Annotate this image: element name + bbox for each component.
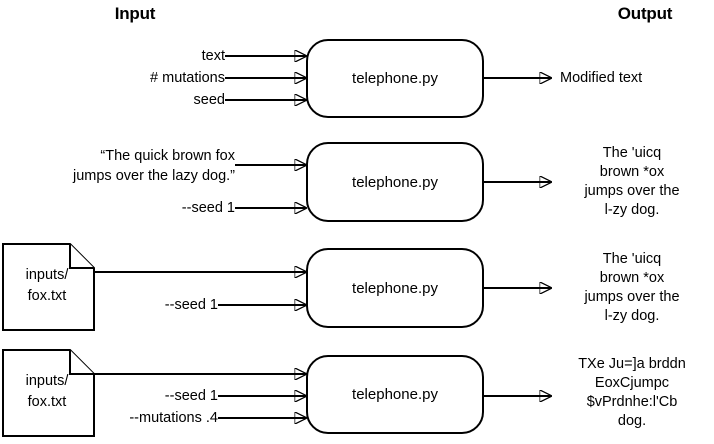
file-icon-row3[interactable] [2,243,96,331]
process-box-row3[interactable]: telephone.py [306,248,484,328]
file-icon-row3-label: inputs/ fox.txt [2,265,92,307]
input-label-mutations: # mutations [150,70,225,86]
output-line: The 'uicq [602,251,662,267]
input-label-text: text [201,48,225,64]
file-path-line1: inputs/ [25,267,69,283]
process-box-label: telephone.py [352,279,438,297]
file-path-line2: fox.txt [27,288,67,304]
process-box-label: telephone.py [352,386,438,403]
input-label-row3-seed: --seed 1 [164,297,218,313]
output-label-row3: The 'uicq brown *ox jumps over the l-zy … [556,250,708,326]
output-line: jumps over the [584,183,680,199]
output-line: l-zy dog. [604,308,660,324]
output-line: EoxCjumpc [594,375,670,391]
output-label-row1: Modified text [560,70,643,86]
column-header-input: Input [114,4,156,23]
output-line: jumps over the [584,289,680,305]
column-header-output: Output [617,4,673,23]
input-text-row2-line1: “The quick brown fox [100,148,235,164]
file-icon-row4[interactable] [2,349,96,437]
process-box-row1[interactable]: telephone.py [306,39,484,118]
process-box-row2[interactable]: telephone.py [306,142,484,222]
file-path-line1: inputs/ [25,373,69,389]
output-line: TXe Ju=]a brddn [578,356,686,372]
output-line: $vPrdnhe:l'Cb [586,394,678,410]
input-label-seed: seed [193,92,225,108]
output-line: The 'uicq [602,145,662,161]
output-line: l-zy dog. [604,202,660,218]
output-label-row2: The 'uicq brown *ox jumps over the l-zy … [556,144,708,220]
output-label-row4: TXe Ju=]a brddn EoxCjumpc $vPrdnhe:l'Cb … [550,355,714,431]
output-line: dog. [617,413,647,429]
process-box-row4[interactable]: telephone.py [306,355,484,434]
input-label-row4-seed: --seed 1 [164,388,218,404]
process-box-label: telephone.py [352,70,438,87]
input-label-row4-mutations: --mutations .4 [129,410,218,426]
output-line: brown *ox [599,270,665,286]
file-path-line2: fox.txt [27,394,67,410]
process-box-label: telephone.py [352,173,438,191]
input-text-row2-line2: jumps over the lazy dog.” [73,168,235,184]
file-icon-row4-label: inputs/ fox.txt [2,371,92,413]
input-label-row2-seed: --seed 1 [181,200,235,216]
output-line: brown *ox [599,164,665,180]
